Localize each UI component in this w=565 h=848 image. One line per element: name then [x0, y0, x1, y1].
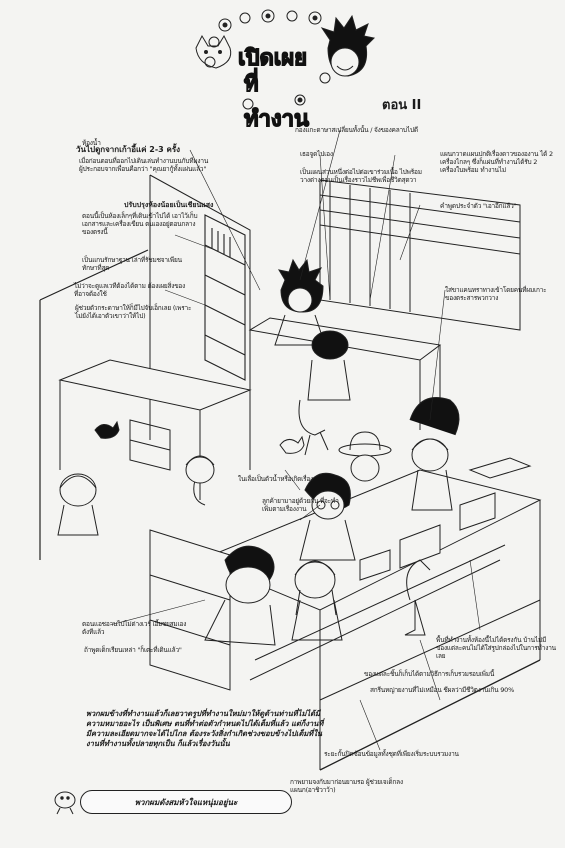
episode-label: ตอน II	[382, 98, 422, 113]
annotation-paper-stack: กองแกะดาษาสเปลี่ยนทั้งนั้น / จังของคลาบไ…	[295, 126, 418, 134]
title-line-1: เปิดเผย	[237, 45, 308, 71]
character-front-dark	[204, 545, 276, 646]
character-left-blond	[57, 473, 99, 536]
annotation-toilet: ห้องน้ำ	[82, 139, 101, 147]
annotation-storage-items: ของแต่ละชิ้นก็เก็บได้ตามวิธีการเก็บรวมรอ…	[364, 670, 495, 678]
title-line-2: ที่ทำงาน	[243, 71, 309, 132]
character-helmet	[409, 397, 460, 436]
character-hat	[338, 431, 392, 482]
annotation-dawn: ตอนแอชอานไปไม่ต่างเวร์ เอี้ยชยสมเองตังที…	[82, 620, 187, 636]
annotation-assistant-paper: ผู้ช่วยตัวกระดาษาให้ก็มีไปจับเอ็กเลย (เพ…	[75, 304, 192, 320]
annotation-machines: แผนกวาดแผนปกติเรื่องดาวขององาน ได้ 2 เคร…	[440, 150, 553, 174]
annotation-plan-part: เป็นแผนส่วนหนึ่งต่อไปต่อเขาร่วมเนื้อ ไปพ…	[300, 168, 422, 184]
annotation-renovate-heading: ปรับปรุงห้องน้อยเป็นเชียนแสง	[124, 201, 214, 209]
annotation-core-member: เป็นแกนรักษาฐาน เล่าที่รัชมชจาเพียนทักษา…	[82, 256, 182, 272]
footer-banner: พวกผมดังสมหัวใจแหนุ่มอยู่นะ	[80, 790, 292, 814]
cat-mascot-icon	[195, 34, 232, 69]
annotation-entrance: ใส่ขาแคนทราทางเข้าโดยคนที่ผมเกาะของตระสา…	[445, 286, 547, 302]
annotation-storage-room: ตอนนี้เป็นห้องเล็กๆที่เดินเข้าไปได้ เอาไ…	[82, 212, 198, 236]
page-title: เปิดเผย ที่ทำงาน	[232, 38, 318, 132]
annotation-self-care: เธอจูดไปเอง	[300, 150, 333, 158]
annotation-trouble: ในเลื่อเป็นตัวน้ำหรือเกิดเรื่อง	[238, 475, 314, 483]
window-blinds	[319, 179, 521, 331]
author-mascot-icon	[320, 14, 376, 77]
character-spiky-hair	[274, 258, 326, 346]
annotation-past-walks: เมื่อก่อนตอนที่ออกไปเดินเล่นทำงานบนกับที…	[79, 157, 209, 173]
flower-decoration-icon	[204, 9, 331, 110]
annotation-stage-items: ไม่ว่าจะดูแลเวทีต้องได้ตาม ต้องเผยสิ่งขอ…	[74, 282, 186, 298]
annotation-chair-heading: วันไปดูกจากเก้าอี้แค่ 2-3 ครั้ง	[76, 145, 181, 154]
annotation-catchphrase: คำพูดประจำตัว "เอาอีกแล้ว"	[440, 202, 517, 210]
annotation-partition: ระยะกั้นปิดซ้อนข้อมูลทั้งชุดที่เพียงเริ่…	[324, 750, 459, 758]
bookshelf	[204, 214, 246, 381]
character-blond-right	[411, 438, 453, 511]
character-front-blond	[291, 560, 343, 641]
annotation-assistant-name: กาพยามจงกับมาก่อนยามรอ ผู้ช่วยเจเด็กลงแผ…	[290, 778, 403, 794]
character-glasses	[299, 472, 356, 561]
annotation-screen: สกรีนหญ่ายงานที่ไม่เหมือน ชีผลว่ามีชีวิต…	[370, 686, 515, 694]
annotation-student: ถ้าพูดเด็กเรียนเหล่า "ก็เตะที่เดินแล้ว"	[84, 646, 182, 654]
narration-paragraph: พวกผมข้างที่ทำงานแล้วก็เลยวาดรูปที่ทำงาน…	[86, 709, 324, 748]
character-middle	[185, 455, 215, 484]
character-dark-hair	[307, 330, 351, 401]
filing-cabinet	[149, 529, 231, 691]
annotation-workspace: พื้นที่ทำงานทั้งห้องนี้ไม่ได้ตรงกัน บ้าน…	[436, 636, 556, 660]
annotation-customers: ลูกค้ายามาอยู่ด้วยกัน ที่จะทำเพิ่มตามเรื…	[262, 497, 339, 513]
pig-mascot-icon	[54, 791, 76, 815]
